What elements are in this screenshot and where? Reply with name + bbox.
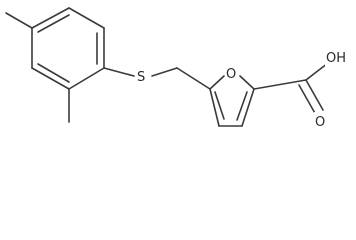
carbonyl-oxygen-label: O — [315, 115, 325, 130]
bond-furan-carboxyl — [253, 79, 307, 90]
bond-ring-double-1 — [37, 14, 70, 33]
atom-sulfur: S — [136, 66, 150, 85]
bond-furan-o-c2 — [239, 75, 255, 90]
bond-ring-a5-a6 — [31, 67, 70, 90]
furan-ring — [209, 75, 255, 127]
bond-ring-double-3 — [37, 63, 70, 83]
bond-furan-double-2 — [236, 91, 248, 121]
bond-furan-c4-c5 — [209, 88, 220, 127]
sulfur-label: S — [137, 70, 145, 85]
bond-furan-c5-o — [209, 75, 225, 90]
atom-ring-oxygen: O — [225, 64, 239, 82]
bond-ch2-furan — [176, 67, 211, 90]
atom-carbonyl-oxygen: O — [314, 112, 328, 130]
bond-methyl-para — [5, 12, 33, 29]
bond-ring-a1-a2 — [31, 7, 70, 29]
hydroxyl-label: OH — [326, 51, 346, 66]
bond-furan-double-1 — [214, 91, 225, 120]
bond-carbonyl-2 — [298, 84, 317, 116]
molecule-structure-diagram: S O OH O — [5, 7, 351, 130]
bond-carbonyl-1 — [305, 79, 324, 111]
atom-hydroxyl: OH — [325, 48, 351, 66]
molecule-svg: S O OH O — [5, 7, 351, 130]
bond-ring-a2-a3 — [68, 7, 105, 29]
bond-sulfur-ch2 — [151, 67, 178, 77]
bond-ring-a4-a5 — [68, 67, 105, 90]
bond-furan-c2-c3 — [241, 88, 255, 127]
dimethylphenyl-ring — [31, 7, 105, 90]
bond-aryl-sulfur — [103, 67, 135, 77]
ring-oxygen-label: O — [226, 67, 236, 82]
bond-carboxyl-oh — [305, 62, 329, 81]
